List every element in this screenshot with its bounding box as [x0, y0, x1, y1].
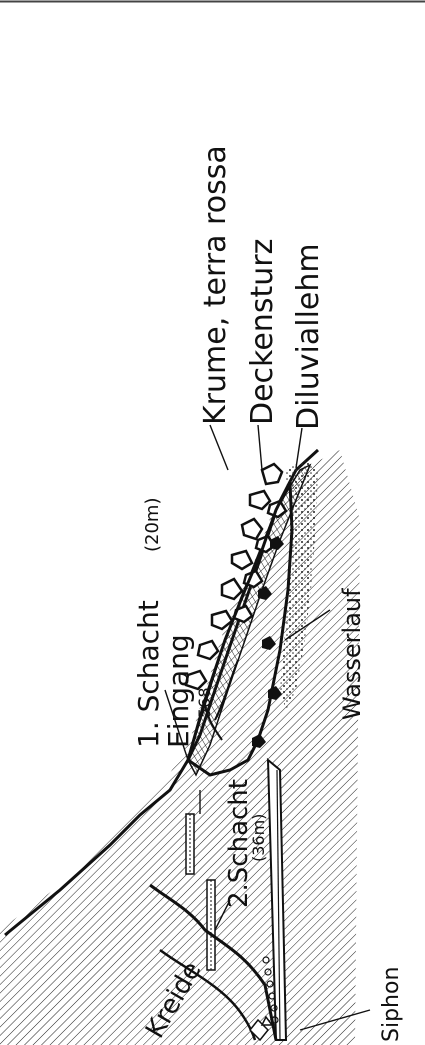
bedrock-mass	[0, 470, 300, 1045]
label-schacht-1: 1. Schacht	[132, 600, 165, 748]
label-altitude: 568	[195, 687, 214, 718]
label-eingang: Eingang	[162, 634, 195, 748]
label-diluviallehm: Diluviallehm	[291, 243, 326, 430]
label-siphon: Siphon	[379, 967, 404, 1042]
label-wasserlauf: Wasserlauf	[338, 588, 366, 720]
label-krume: Krume, terra rossa	[198, 145, 233, 425]
label-schacht-1-depth: (20m)	[142, 498, 163, 552]
label-deckensturz: Deckensturz	[245, 239, 280, 425]
label-schacht-2-depth: (36m)	[249, 814, 268, 862]
